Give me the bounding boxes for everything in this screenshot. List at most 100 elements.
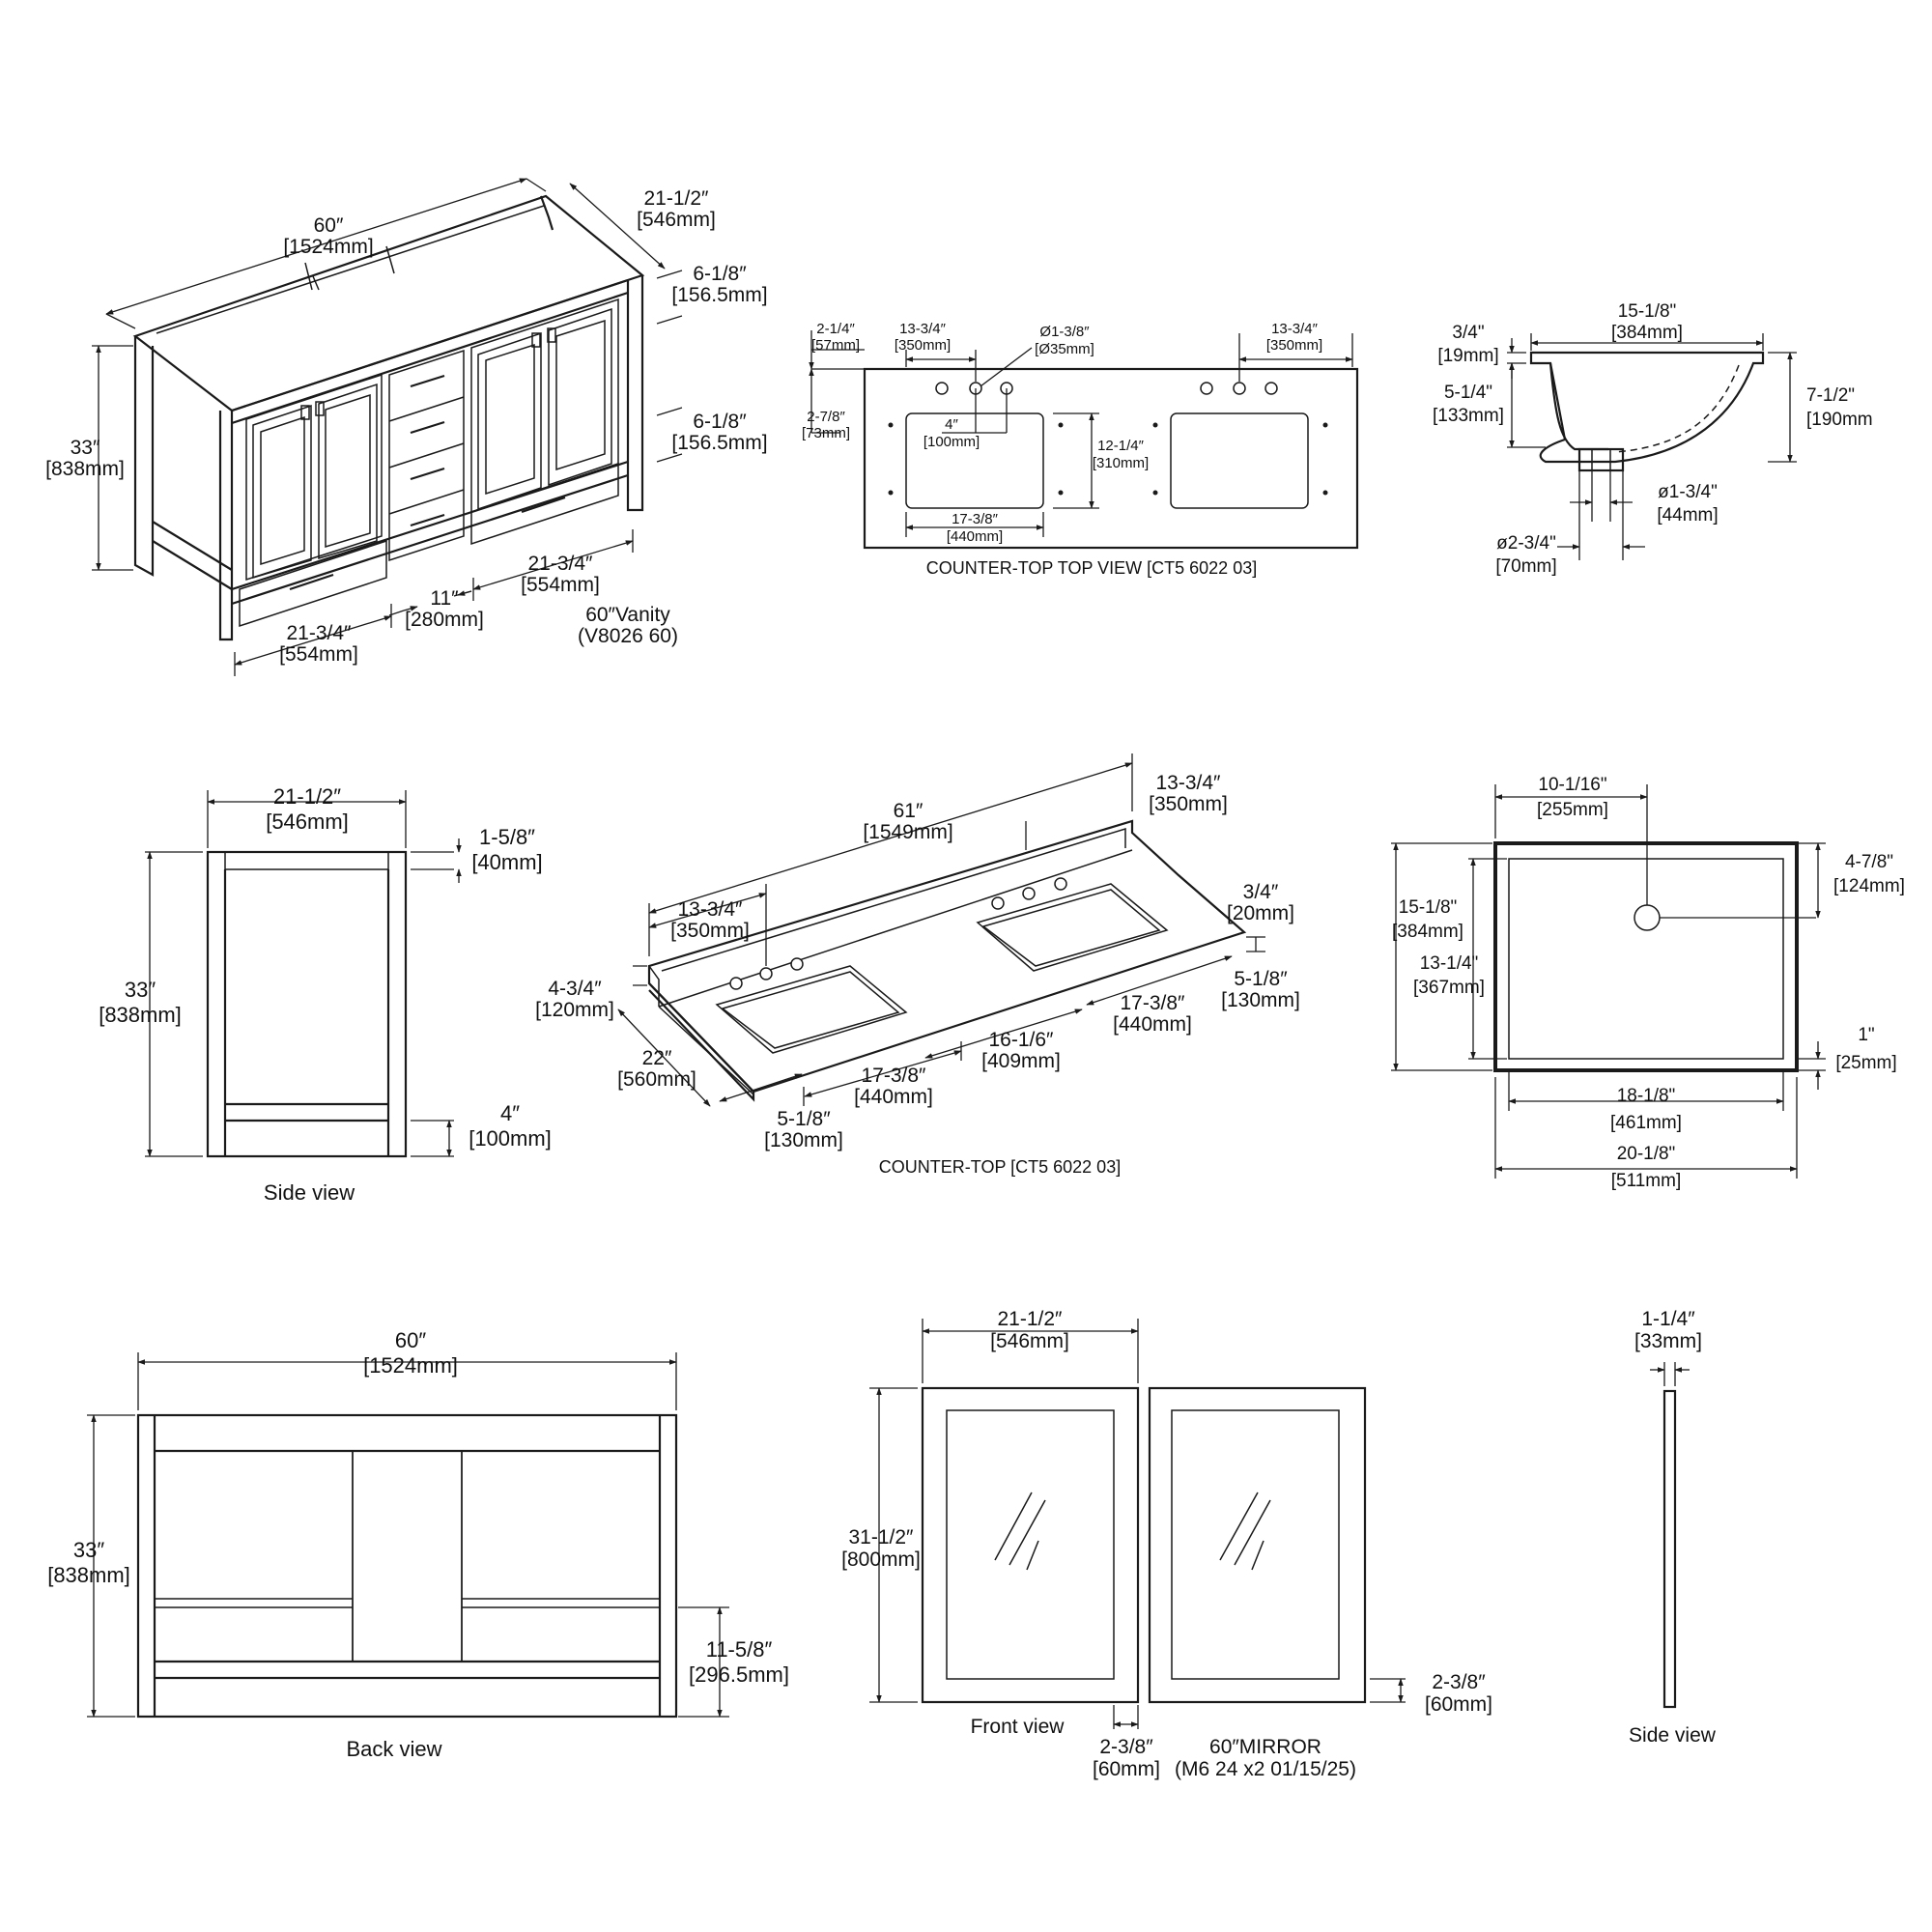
mirror-model-name: 60″MIRROR (1209, 1736, 1321, 1758)
mirror-frame-bottom-mm: [60mm] (1093, 1758, 1160, 1780)
cti-caption: COUNTER-TOP [CT5 6022 03] (879, 1157, 1121, 1177)
sink-width-in: 15-1/8" (1618, 301, 1677, 322)
mirror-height-in: 31-1/2″ (849, 1526, 915, 1548)
vanity-left-bay-in: 21-3/4″ (287, 622, 353, 644)
side-toe-mm: [100mm] (469, 1126, 552, 1151)
sink-drain-in: ø1-3/4" (1658, 482, 1718, 502)
side-depth-in: 21-1/2″ (273, 784, 341, 809)
vanity-width-mm: [1524mm] (283, 236, 373, 258)
ctv-back-in: 2-7/8″ (807, 409, 845, 425)
vanity-isometric: 60″ [1524mm] 21-1/2″ [546mm] 6-1/8″ [156… (45, 178, 768, 676)
cti-height-mm: [120mm] (535, 999, 614, 1021)
ctv-left-faucet-mm: [350mm] (895, 337, 951, 354)
cti-between-in: 16-1/6″ (989, 1029, 1055, 1051)
cti-edge-left-in: 5-1/8″ (777, 1108, 831, 1130)
mirror-frame-right-mm: [60mm] (1425, 1693, 1492, 1716)
vanity-height-mm: [838mm] (45, 458, 125, 480)
cti-thick-mm: [20mm] (1227, 902, 1294, 924)
sink-rim-mm: [19mm] (1437, 346, 1498, 366)
mirror-side-caption: Side view (1629, 1724, 1717, 1747)
countertop-top-view: 2-1/4″ [57mm] 13-3/4″ [350mm] Ø1-3/8″ [Ø… (802, 321, 1359, 578)
plan-outer-h-in: 15-1/8" (1399, 897, 1458, 918)
cti-left-mm: [350mm] (670, 920, 750, 942)
cti-edge-right-mm: [130mm] (1221, 989, 1300, 1011)
back-shelf-in: 11-5/8″ (706, 1637, 773, 1662)
cti-edge-left-mm: [130mm] (764, 1129, 843, 1151)
mirror-side-thick-in: 1-1/4″ (1641, 1308, 1695, 1330)
cti-depth-mm: [560mm] (617, 1068, 696, 1091)
ctv-spread-mm: [100mm] (923, 434, 980, 450)
cti-bowl-right-in: 17-3/8″ (1121, 992, 1186, 1014)
plan-drain-in: 10-1/16" (1538, 775, 1606, 795)
plan-inner-w-mm: [461mm] (1610, 1113, 1682, 1133)
mirror-side-thick-mm: [33mm] (1634, 1330, 1702, 1352)
ctv-edge-in: 2-1/4″ (816, 321, 855, 337)
countertop-isometric: 61″ [1549mm] 13-3/4″ [350mm] 13-3/4″ [35… (535, 753, 1300, 1177)
plan-inner-h-mm: [367mm] (1413, 978, 1485, 998)
mirror-model-code: (M6 24 x2 01/15/25) (1175, 1758, 1356, 1780)
cti-bowl-left-in: 17-3/8″ (862, 1065, 927, 1087)
ctv-right-faucet-in: 13-3/4″ (1271, 321, 1319, 337)
side-height-mm: [838mm] (99, 1003, 182, 1027)
plan-outer-w-mm: [511mm] (1611, 1171, 1682, 1191)
plan-drain-mm: [255mm] (1537, 800, 1608, 820)
vanity-depth-in: 21-1/2″ (644, 187, 710, 210)
cti-length-mm: [1549mm] (863, 821, 952, 843)
mirror-width-mm: [546mm] (990, 1330, 1069, 1352)
vanity-drawer-mid-mm: [156.5mm] (671, 432, 767, 454)
vanity-height-in: 33″ (71, 437, 100, 459)
cti-bowl-right-mm: [440mm] (1113, 1013, 1192, 1036)
back-width-mm: [1524mm] (363, 1353, 458, 1378)
cti-splash-mm: [350mm] (1149, 793, 1228, 815)
ctv-left-faucet-in: 13-3/4″ (899, 321, 947, 337)
cti-depth-in: 22″ (642, 1047, 672, 1069)
ctv-caption: COUNTER-TOP TOP VIEW [CT5 6022 03] (926, 558, 1257, 578)
ctv-spread-in: 4″ (945, 416, 958, 433)
sink-depth-mm: [190mm (1806, 410, 1873, 430)
vanity-depth-mm: [546mm] (637, 209, 716, 231)
plan-inner-w-in: 18-1/8" (1617, 1086, 1676, 1106)
ctv-hole-in: Ø1-3/8″ (1039, 324, 1090, 340)
side-depth-mm: [546mm] (266, 810, 349, 834)
sink-inner-mm: [133mm] (1433, 406, 1504, 426)
plan-drain-off-in: 4-7/8" (1845, 852, 1893, 872)
mirror-height-mm: [800mm] (841, 1548, 921, 1571)
cti-between-mm: [409mm] (981, 1050, 1061, 1072)
sink-outlet-mm: [70mm] (1495, 556, 1556, 577)
back-shelf-mm: [296.5mm] (689, 1662, 789, 1687)
vanity-center-in: 11″ (430, 587, 459, 610)
sink-section: 15-1/8" [384mm] 3/4" [19mm] 5-1/4" [133m… (1433, 301, 1873, 577)
ctv-hole-mm: [Ø35mm] (1035, 341, 1094, 357)
ctv-edge-mm: [57mm] (811, 337, 860, 354)
ctv-right-faucet-mm: [350mm] (1266, 337, 1322, 354)
side-toe-in: 4″ (500, 1101, 520, 1125)
sink-drain-mm: [44mm] (1657, 505, 1718, 526)
ctv-bowl-depth-in: 12-1/4″ (1097, 438, 1145, 454)
side-top-mm: [40mm] (471, 850, 542, 874)
mirror-frame-bottom-in: 2-3/8″ (1099, 1736, 1153, 1758)
plan-rim-in: 1" (1858, 1025, 1874, 1045)
plan-drain-off-mm: [124mm] (1833, 876, 1905, 896)
vanity-center-mm: [280mm] (405, 609, 484, 631)
back-view: 60″ [1524mm] 33″ [838mm] 11-5/8″ [296.5m… (47, 1328, 789, 1761)
side-height-in: 33″ (125, 978, 156, 1002)
cti-edge-right-in: 5-1/8″ (1234, 968, 1288, 990)
side-top-in: 1-5/8″ (479, 825, 535, 849)
cti-splash-in: 13-3/4″ (1156, 772, 1222, 794)
vanity-width-in: 60″ (314, 214, 344, 237)
vanity-drawer-mid-in: 6-1/8″ (693, 411, 747, 433)
vanity-drawer-top-mm: [156.5mm] (671, 284, 767, 306)
plan-outer-h-mm: [384mm] (1392, 922, 1463, 942)
mirror-frame-right-in: 2-3/8″ (1432, 1671, 1486, 1693)
plan-inner-h-in: 13-1/4" (1420, 953, 1479, 974)
back-view-caption: Back view (346, 1737, 441, 1761)
cti-left-in: 13-3/4″ (678, 898, 744, 921)
back-width-in: 60″ (395, 1328, 426, 1352)
side-view: 21-1/2″ [546mm] 1-5/8″ [40mm] 33″ [838mm… (99, 784, 552, 1205)
mirror-width-in: 21-1/2″ (998, 1308, 1064, 1330)
cti-thick-in: 3/4″ (1243, 881, 1279, 903)
ctv-back-mm: [73mm] (802, 425, 850, 441)
cti-bowl-left-mm: [440mm] (854, 1086, 933, 1108)
